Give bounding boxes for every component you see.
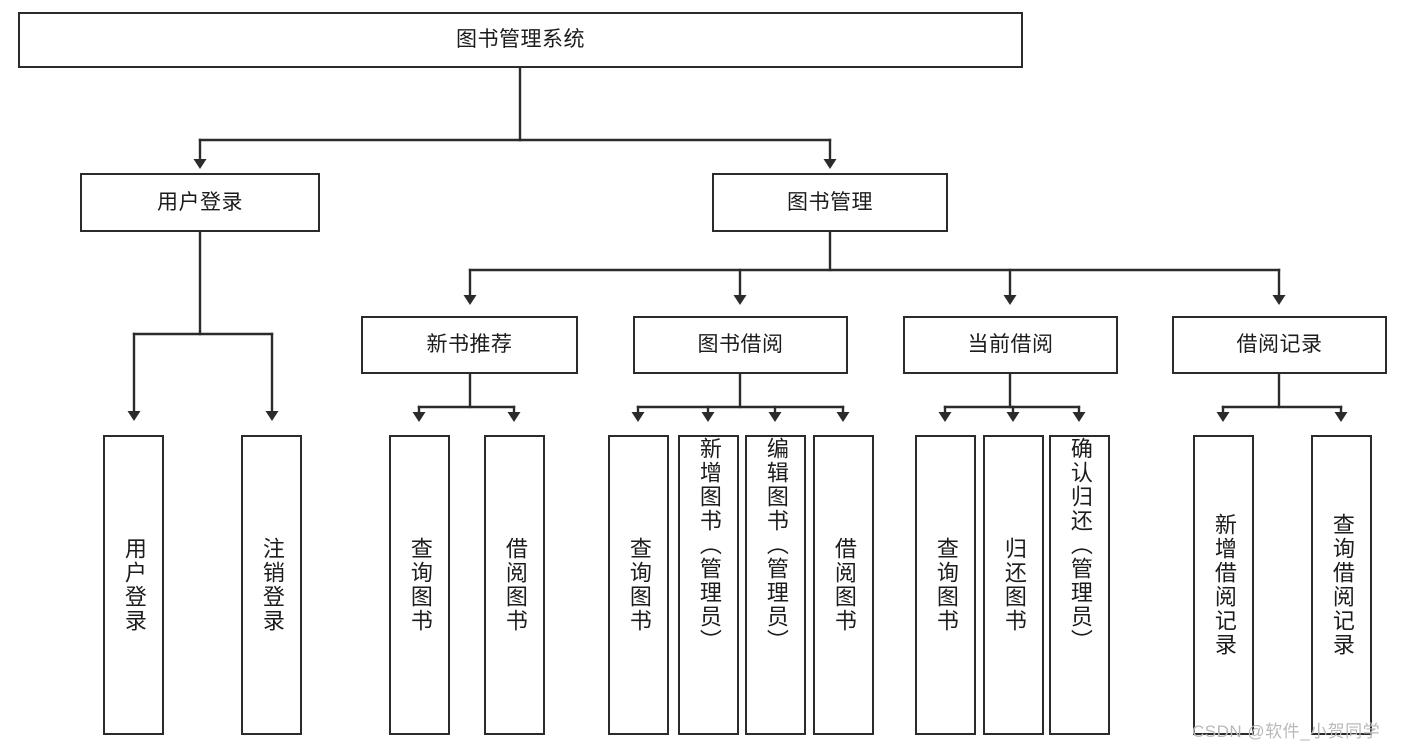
node-current-borrow[interactable]: 当前借阅: [903, 316, 1118, 374]
node-leaf-query-record[interactable]: 查询借阅记录: [1311, 435, 1372, 735]
node-leaf-user-login[interactable]: 用户登录: [103, 435, 164, 735]
node-leaf-borrow-book-rec[interactable]: 借阅图书: [484, 435, 545, 735]
node-leaf-add-book-label: 新增图书（管理员）: [696, 437, 722, 653]
node-leaf-query-book-cur[interactable]: 查询图书: [915, 435, 976, 735]
node-root-label: 图书管理系统: [456, 28, 585, 52]
node-leaf-confirm-return[interactable]: 确认归还（管理员）: [1049, 435, 1110, 735]
node-user-login[interactable]: 用户登录: [80, 173, 320, 232]
node-leaf-query-book-rec-label: 查询图书: [407, 537, 433, 633]
node-borrow-record-label: 借阅记录: [1236, 333, 1323, 357]
node-leaf-confirm-return-label: 确认归还（管理员）: [1067, 437, 1093, 653]
node-new-book-rec-label: 新书推荐: [426, 333, 513, 357]
node-current-borrow-label: 当前借阅: [967, 333, 1054, 357]
node-book-manage-label: 图书管理: [787, 190, 873, 214]
node-leaf-return-book-label: 归还图书: [1001, 537, 1027, 633]
node-leaf-query-book-rec[interactable]: 查询图书: [389, 435, 450, 735]
node-leaf-query-book-cur-label: 查询图书: [933, 537, 959, 633]
node-leaf-user-logout-label: 注销登录: [259, 537, 285, 633]
node-book-borrow[interactable]: 图书借阅: [633, 316, 848, 374]
node-leaf-edit-book-label: 编辑图书（管理员）: [763, 437, 789, 653]
node-leaf-borrow-book-label: 借阅图书: [831, 537, 857, 633]
node-leaf-edit-book[interactable]: 编辑图书（管理员）: [745, 435, 806, 735]
node-leaf-borrow-book-rec-label: 借阅图书: [502, 537, 528, 633]
node-book-manage[interactable]: 图书管理: [712, 173, 948, 232]
node-root[interactable]: 图书管理系统: [18, 12, 1023, 68]
node-leaf-add-record[interactable]: 新增借阅记录: [1193, 435, 1254, 735]
node-leaf-add-book[interactable]: 新增图书（管理员）: [678, 435, 739, 735]
node-borrow-record[interactable]: 借阅记录: [1172, 316, 1387, 374]
node-leaf-borrow-book[interactable]: 借阅图书: [813, 435, 874, 735]
node-leaf-return-book[interactable]: 归还图书: [983, 435, 1044, 735]
node-leaf-user-login-label: 用户登录: [121, 537, 147, 633]
node-leaf-query-record-label: 查询借阅记录: [1329, 513, 1355, 657]
node-user-login-label: 用户登录: [157, 190, 243, 214]
csdn-watermark: CSDN @软件_小贺同学: [1192, 722, 1381, 741]
node-book-borrow-label: 图书借阅: [697, 333, 784, 357]
node-leaf-query-book[interactable]: 查询图书: [608, 435, 669, 735]
node-leaf-query-book-label: 查询图书: [626, 537, 652, 633]
node-leaf-add-record-label: 新增借阅记录: [1211, 513, 1237, 657]
node-leaf-user-logout[interactable]: 注销登录: [241, 435, 302, 735]
node-new-book-rec[interactable]: 新书推荐: [361, 316, 578, 374]
